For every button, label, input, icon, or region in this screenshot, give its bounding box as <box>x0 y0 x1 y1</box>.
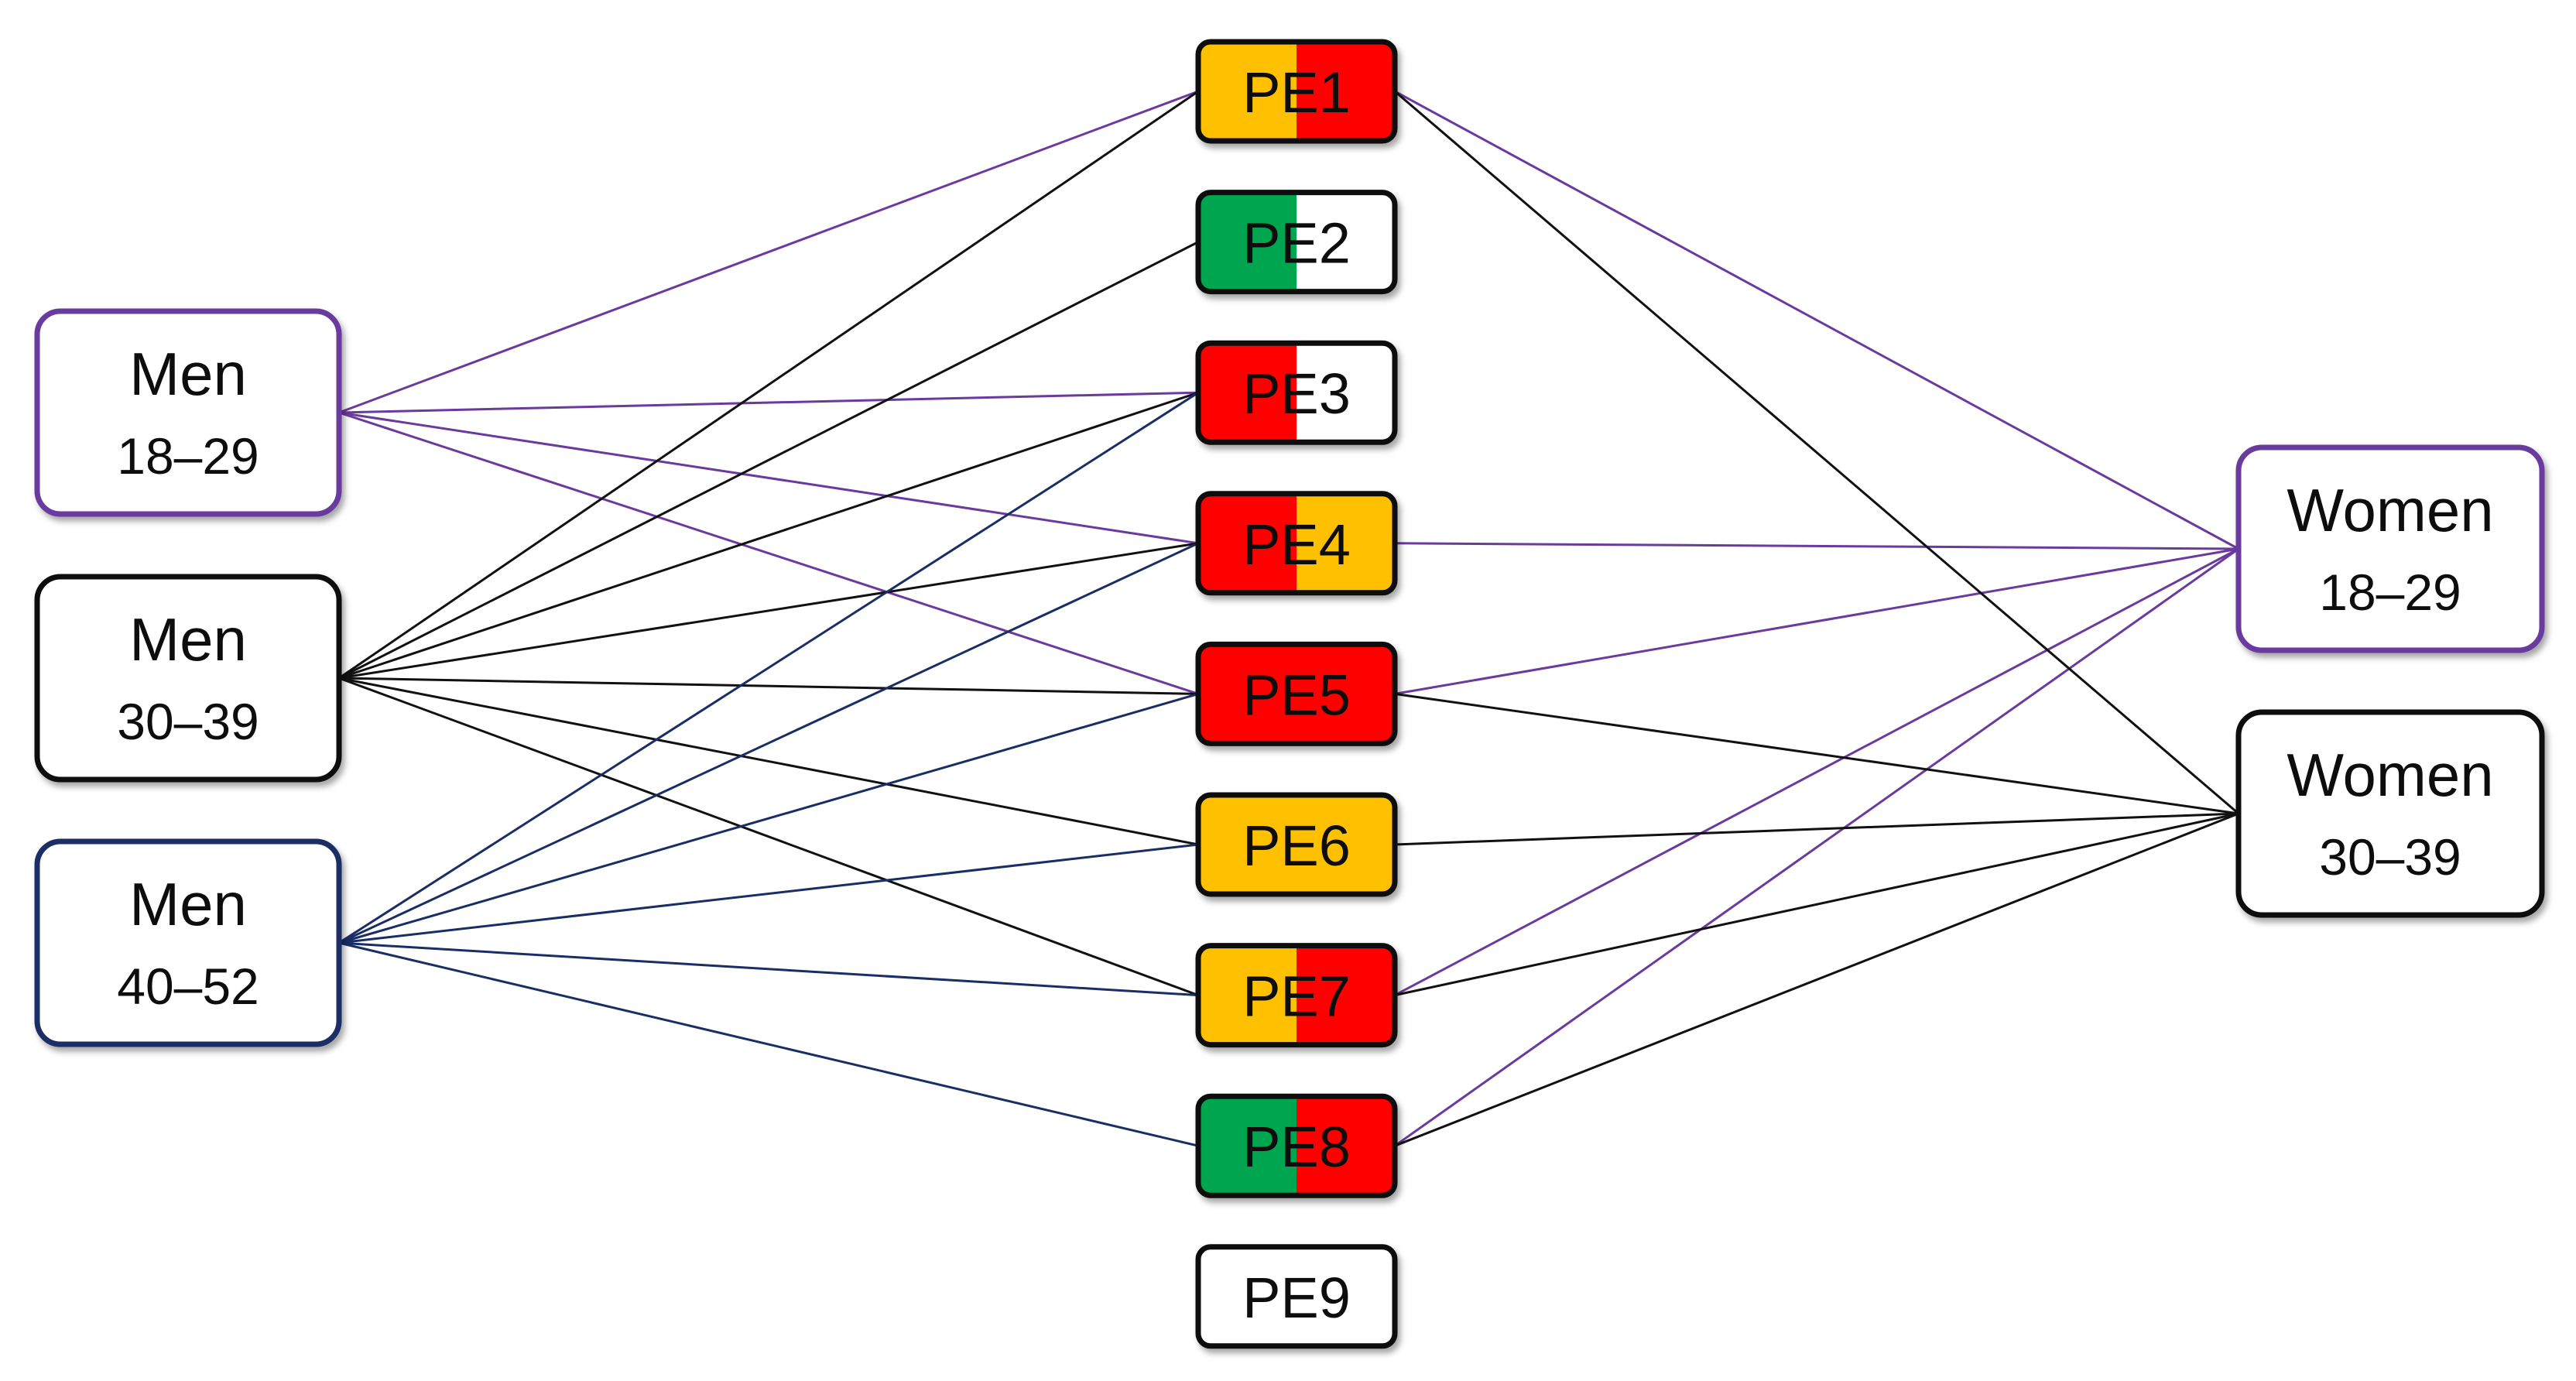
edge-m4052-pe5 <box>338 692 1199 944</box>
pe-border <box>1195 491 1398 596</box>
group-age-range: 30–39 <box>2319 828 2461 886</box>
edge-m1829-pe4 <box>338 411 1199 545</box>
pe-fill-right <box>1297 795 1395 894</box>
pe-label: PE2 <box>1242 211 1351 276</box>
pe-fill-left <box>1198 1246 1297 1346</box>
pe-label: PE9 <box>1242 1266 1351 1330</box>
edge-w3039-pe6 <box>1394 812 2239 846</box>
pe-label: PE7 <box>1242 965 1351 1029</box>
pe-label: PE3 <box>1242 362 1351 426</box>
pe-fill-right <box>1297 192 1395 292</box>
edge-w3039-pe7 <box>1394 812 2239 997</box>
pe-fill-left <box>1198 644 1297 744</box>
group-node-w3039: Women 30–39 <box>2235 709 2545 918</box>
group-age-range: 18–29 <box>2319 564 2461 621</box>
edge-m1829-pe3 <box>338 391 1199 414</box>
pe-fill-left <box>1198 343 1297 443</box>
edge-m3039-pe5 <box>338 677 1199 695</box>
edge-m4052-pe7 <box>338 941 1199 997</box>
group-title: Men <box>129 870 247 938</box>
pe-label: PE5 <box>1242 663 1351 727</box>
group-box <box>34 838 342 1047</box>
pe-node-pe4: PE4 <box>1195 491 1398 596</box>
group-title: Men <box>129 340 247 408</box>
pe-border <box>1195 792 1398 897</box>
pe-border <box>1195 1244 1398 1349</box>
pe-label: PE6 <box>1242 814 1351 878</box>
edge-m1829-pe5 <box>338 411 1199 695</box>
group-age-range: 18–29 <box>117 427 259 485</box>
pe-fill-right <box>1297 1096 1395 1196</box>
pe-fill-left <box>1198 1096 1297 1196</box>
pe-fill-right <box>1297 493 1395 593</box>
edge-w1829-pe8 <box>1394 547 2239 1147</box>
pe-border <box>1195 340 1398 445</box>
pe-fill-right <box>1297 42 1395 141</box>
pe-fill-right <box>1297 945 1395 1045</box>
group-node-w1829: Women 18–29 <box>2235 444 2545 653</box>
group-age-range: 40–52 <box>117 958 259 1015</box>
pe-fill-right <box>1297 1246 1395 1346</box>
edge-m4052-pe6 <box>338 843 1199 944</box>
pe-fill-left <box>1198 795 1297 894</box>
group-node-m4052: Men 40–52 <box>34 838 342 1047</box>
pe-node-pe9: PE9 <box>1195 1244 1398 1349</box>
pe-fill-left <box>1198 945 1297 1045</box>
pe-label: PE8 <box>1242 1115 1351 1179</box>
pe-label: PE4 <box>1242 512 1351 577</box>
edge-m1829-pe1 <box>338 90 1199 414</box>
pe-fill-right <box>1297 644 1395 744</box>
group-box <box>2235 444 2545 653</box>
group-box <box>34 308 342 517</box>
pe-node-pe6: PE6 <box>1195 792 1398 897</box>
edge-w3039-pe8 <box>1394 812 2239 1147</box>
group-node-m3039: Men 30–39 <box>34 574 342 783</box>
pe-border <box>1195 1093 1398 1198</box>
nodes-layer: Men18–29Men30–39Men40–52Women18–29Women3… <box>34 39 2545 1349</box>
pe-label: PE1 <box>1242 60 1351 125</box>
pe-border <box>1195 943 1398 1048</box>
group-box <box>34 574 342 783</box>
pe-border <box>1195 641 1398 746</box>
edge-m4052-pe8 <box>338 941 1199 1147</box>
pe-fill-right <box>1297 343 1395 443</box>
edge-m4052-pe4 <box>338 542 1199 944</box>
group-title: Women <box>2287 476 2493 544</box>
edge-m3039-pe6 <box>338 677 1199 846</box>
pe-fill-left <box>1198 192 1297 292</box>
pe-node-pe3: PE3 <box>1195 340 1398 445</box>
edge-m3039-pe4 <box>338 542 1199 680</box>
pe-node-pe1: PE1 <box>1195 39 1398 144</box>
group-title: Men <box>129 605 247 673</box>
edge-w1829-pe1 <box>1394 90 2239 550</box>
pe-node-pe2: PE2 <box>1195 190 1398 295</box>
group-title: Women <box>2287 741 2493 809</box>
edge-m3039-pe7 <box>338 677 1199 997</box>
pe-border <box>1195 39 1398 144</box>
pe-fill-left <box>1198 493 1297 593</box>
edge-w1829-pe7 <box>1394 547 2239 996</box>
edges-layer <box>338 90 2239 1147</box>
group-node-m1829: Men 18–29 <box>34 308 342 517</box>
edge-w3039-pe1 <box>1394 90 2239 815</box>
pe-node-pe7: PE7 <box>1195 943 1398 1048</box>
edge-w3039-pe5 <box>1394 692 2239 815</box>
edge-w1829-pe5 <box>1394 547 2239 695</box>
group-box <box>2235 709 2545 918</box>
edge-w1829-pe4 <box>1394 542 2239 550</box>
pe-fill-left <box>1198 42 1297 141</box>
group-age-range: 30–39 <box>117 693 259 750</box>
edge-m3039-pe1 <box>338 90 1199 680</box>
pe-node-pe8: PE8 <box>1195 1093 1398 1198</box>
edge-m4052-pe3 <box>338 391 1199 944</box>
pe-node-pe5: PE5 <box>1195 641 1398 746</box>
pe-border <box>1195 190 1398 295</box>
edge-m3039-pe3 <box>338 391 1199 680</box>
edge-m3039-pe2 <box>338 241 1199 680</box>
